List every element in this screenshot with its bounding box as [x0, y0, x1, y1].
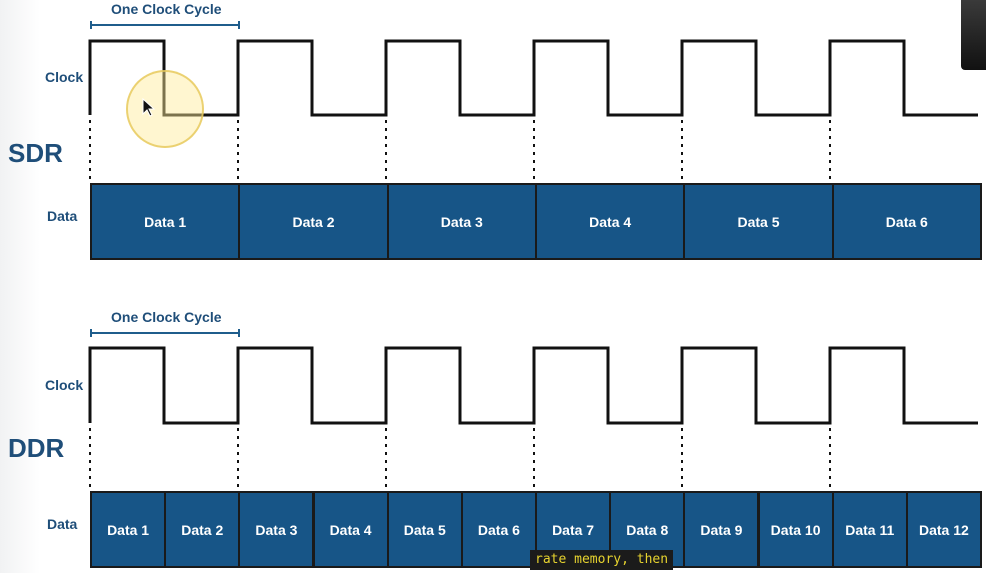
- sdr-data-cell: Data 6: [831, 183, 982, 260]
- ddr-data-cell: Data 4: [312, 491, 389, 568]
- sdr-clock-label: Clock: [45, 69, 84, 85]
- ddr-data-cell: Data 5: [386, 491, 463, 568]
- sdr-title: SDR: [8, 138, 63, 168]
- sdr-cycle-bracket: [90, 21, 240, 29]
- sdr-data-cell: Data 5: [683, 183, 834, 260]
- ddr-cycle-bracket: [90, 329, 240, 337]
- sdr-clock-waveform: [88, 39, 978, 183]
- mouse-pointer-icon: [142, 98, 156, 117]
- ddr-data-cell: Data 3: [238, 491, 315, 568]
- ddr-data-label: Data: [47, 516, 78, 532]
- ddr-data-cell: Data 10: [757, 491, 834, 568]
- sdr-data-cell: Data 3: [386, 183, 537, 260]
- ddr-data-cell: Data 12: [905, 491, 982, 568]
- ddr-data-cell: Data 9: [683, 491, 760, 568]
- ddr-cycle-label: One Clock Cycle: [111, 309, 222, 325]
- ddr-data-cell: Data 11: [831, 491, 908, 568]
- ddr-data-cell: Data 1: [90, 491, 167, 568]
- ddr-title: DDR: [8, 433, 65, 463]
- sdr-data-cell: Data 1: [90, 183, 241, 260]
- ddr-clock-waveform: [88, 346, 978, 491]
- sdr-clock-line: [88, 39, 978, 117]
- cursor-highlight: [126, 70, 204, 148]
- webcam-thumbnail: [961, 0, 986, 70]
- ddr-clock-line: [88, 346, 978, 425]
- ddr-data-cell: Data 6: [460, 491, 537, 568]
- ddr-clock-label: Clock: [45, 377, 84, 393]
- ddr-data-cell: Data 2: [164, 491, 241, 568]
- caption-subtitle: rate memory, then: [530, 550, 674, 570]
- sdr-cycle-label: One Clock Cycle: [111, 1, 222, 17]
- sdr-data-label: Data: [47, 208, 78, 224]
